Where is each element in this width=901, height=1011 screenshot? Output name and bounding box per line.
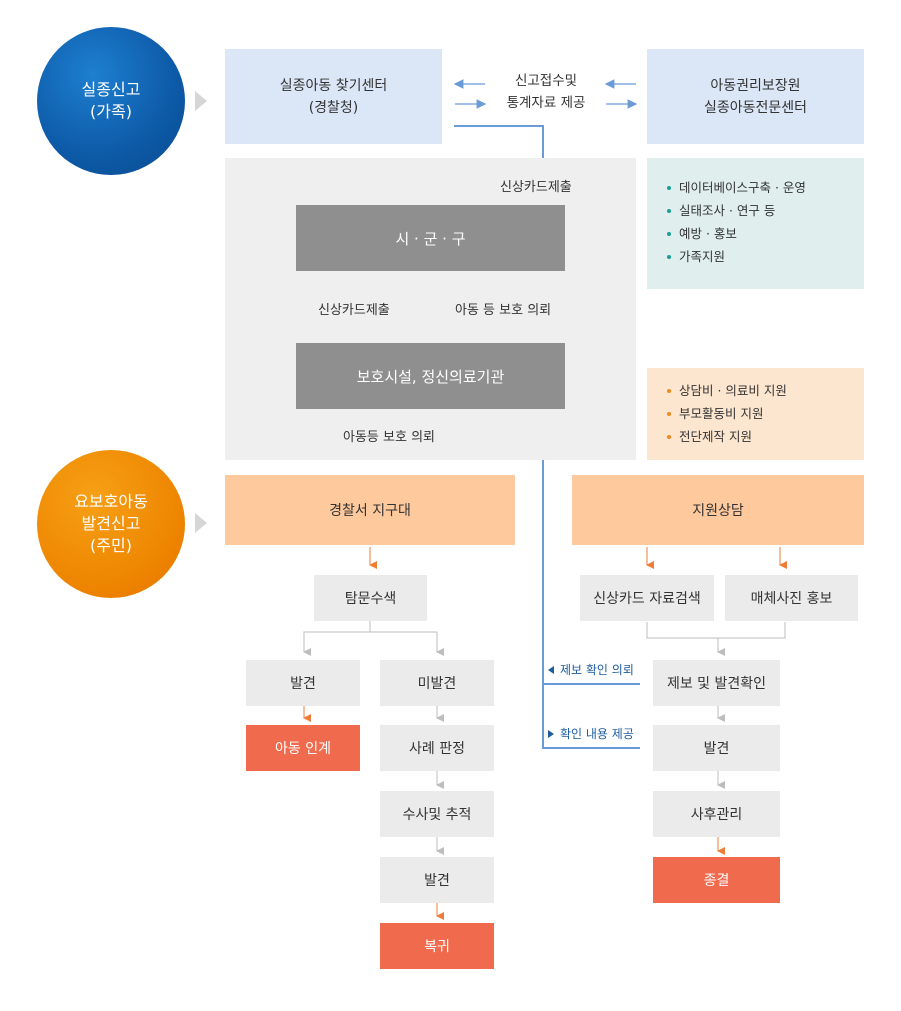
- rights-center-label: 아동권리보장원 실종아동전문센터: [703, 77, 808, 116]
- triangle-left-icon: [548, 665, 554, 674]
- chevron-right-icon: [195, 513, 207, 533]
- bullet-icon: [667, 388, 671, 393]
- facility-box: 보호시설, 정신의료기관: [296, 343, 565, 409]
- police-station-box: 경찰서 지구대: [225, 475, 515, 545]
- return-box: 복귀: [380, 923, 494, 969]
- merge-line: [646, 622, 786, 639]
- center-function-item: 예방 · 홍보: [667, 222, 864, 245]
- end-box: 종결: [653, 857, 780, 903]
- search-box: 탐문수색: [314, 575, 427, 621]
- center-function-item: 실태조사 · 연구 등: [667, 199, 864, 222]
- support-item: 상담비 · 의료비 지원: [667, 379, 864, 402]
- chevron-right-icon: [195, 91, 207, 111]
- not-found-box: 미발견: [380, 660, 494, 706]
- protect-request-mid-label: 아동 등 보호 의뢰: [455, 303, 552, 318]
- bullet-icon: [667, 231, 671, 236]
- exchange-label: 신고접수및 통계자료 제공: [506, 73, 586, 111]
- support-item: 부모활동비 지원: [667, 402, 864, 425]
- card-search-box: 신상카드 자료검색: [580, 575, 714, 621]
- found-box: 발견: [246, 660, 360, 706]
- protection-report-circle: 요보호아동 발견신고 (주민): [37, 450, 185, 598]
- rights-center-box: 아동권리보장원 실종아동전문센터: [647, 49, 864, 144]
- bullet-icon: [667, 185, 671, 190]
- missing-report-label: 실종신고 (가족): [81, 80, 141, 121]
- support-counsel-box: 지원상담: [572, 475, 864, 545]
- center-functions-box: 데이터베이스구축 · 운영 실태조사 · 연구 등 예방 · 홍보 가족지원: [647, 158, 864, 289]
- city-label: 시 · 군 · 구: [395, 229, 466, 248]
- protection-report-label: 요보호아동 발견신고 (주민): [74, 492, 148, 555]
- bullet-icon: [667, 208, 671, 213]
- facility-label: 보호시설, 정신의료기관: [356, 367, 505, 386]
- police-center-box: 실종아동 찾기센터 (경찰청): [225, 49, 442, 144]
- local-gov-section: [225, 158, 636, 460]
- card-submit-mid-label: 신상카드제출: [318, 303, 390, 318]
- split-line-left: [303, 621, 371, 656]
- media-box: 매체사진 홍보: [725, 575, 858, 621]
- city-box: 시 · 군 · 구: [296, 205, 565, 271]
- aftercare-box: 사후관리: [653, 791, 780, 837]
- case-review-box: 사례 판정: [380, 725, 494, 771]
- missing-report-circle: 실종신고 (가족): [37, 27, 185, 175]
- found2-box: 발견: [380, 857, 494, 903]
- protect-request-bottom-label: 아동등 보호 의뢰: [343, 430, 435, 445]
- support-item: 전단제작 지원: [667, 425, 864, 448]
- split-line-right: [370, 631, 444, 656]
- bullet-icon: [667, 411, 671, 416]
- bullet-icon: [667, 434, 671, 439]
- family-support-box: 상담비 · 의료비 지원 부모활동비 지원 전단제작 지원: [647, 368, 864, 460]
- card-submit-top-label: 신상카드제출: [500, 180, 572, 195]
- center-function-item: 가족지원: [667, 245, 864, 268]
- investigation-box: 수사및 추적: [380, 791, 494, 837]
- right-found-box: 발견: [653, 725, 780, 771]
- transfer-box: 아동 인계: [246, 725, 360, 771]
- request-confirm-label: 제보 확인 의뢰: [548, 661, 634, 678]
- confirm-box: 제보 및 발견확인: [653, 660, 780, 706]
- bullet-icon: [667, 254, 671, 259]
- triangle-right-icon: [548, 729, 554, 738]
- police-center-label: 실종아동 찾기센터 (경찰청): [279, 77, 388, 116]
- center-function-item: 데이터베이스구축 · 운영: [667, 176, 864, 199]
- provide-confirm-label: 확인 내용 제공: [548, 725, 634, 742]
